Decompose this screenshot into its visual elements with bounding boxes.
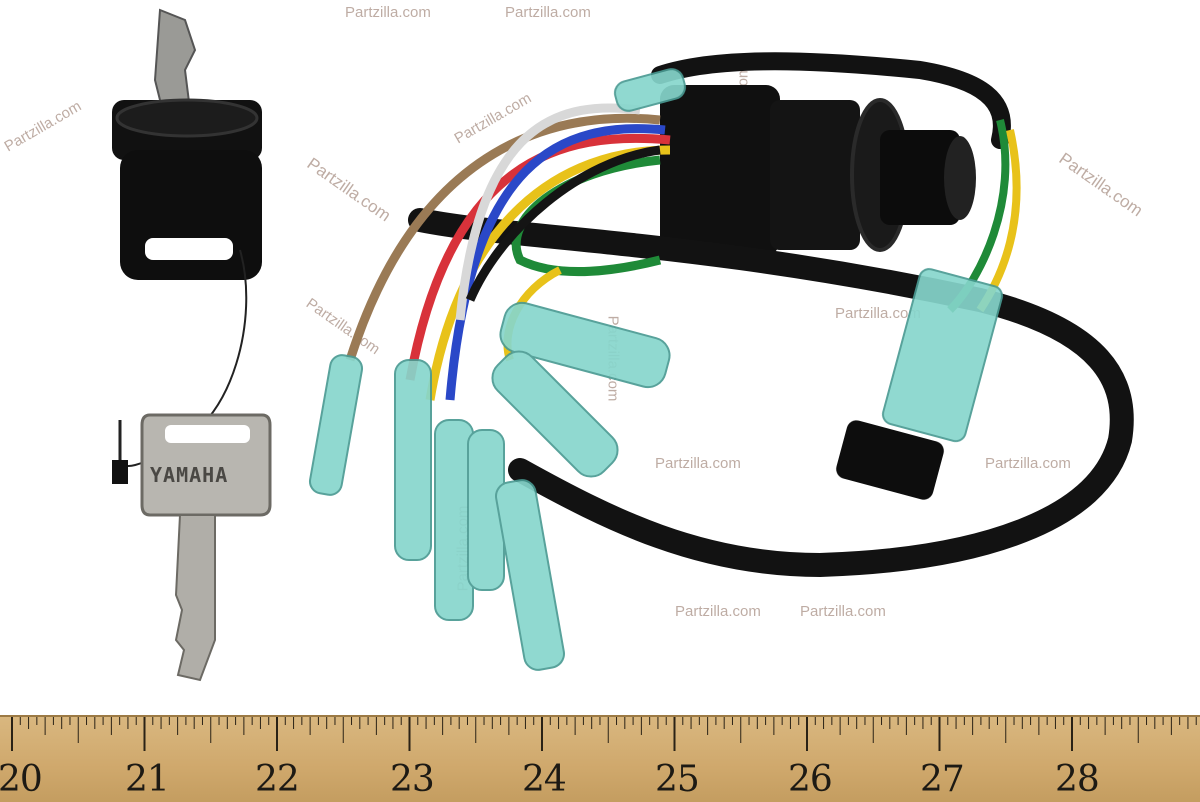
ruler-number: 26 xyxy=(788,759,833,800)
wire-red xyxy=(405,133,671,381)
yamaha-key xyxy=(140,413,272,682)
watermark: Partzilla.com xyxy=(835,305,921,322)
watermark: Partzilla.com xyxy=(345,4,431,21)
ruler-number: 24 xyxy=(522,759,567,800)
watermark: Partzilla.com xyxy=(675,603,761,620)
watermark: Partzilla.com xyxy=(505,4,591,21)
ignition-switch xyxy=(660,85,976,255)
photo-illustration xyxy=(112,8,1134,682)
ruler-number: 27 xyxy=(920,759,965,800)
measuring-ruler: 20 21 22 23 24 25 26 27 28 xyxy=(0,715,1200,802)
wire-white xyxy=(455,103,641,321)
ruler-number: 25 xyxy=(655,759,700,800)
wire-brown xyxy=(345,113,661,362)
watermark: Partzilla.com xyxy=(800,603,886,620)
ruler-number: 20 xyxy=(0,759,43,800)
watermark: Partzilla.com xyxy=(985,455,1071,472)
main-harness xyxy=(408,208,1134,578)
wire-black xyxy=(465,145,661,302)
watermark: Partzilla.com xyxy=(655,455,741,472)
ruler-number: 23 xyxy=(390,759,435,800)
terminal-sleeves xyxy=(308,68,1003,671)
ruler-number: 22 xyxy=(255,759,300,800)
key-cap xyxy=(112,8,262,280)
key-brand-label: YAMAHA xyxy=(150,463,229,487)
ruler-number: 28 xyxy=(1055,759,1100,800)
ruler-number: 21 xyxy=(125,759,170,800)
ruler-ticks xyxy=(11,717,1197,751)
